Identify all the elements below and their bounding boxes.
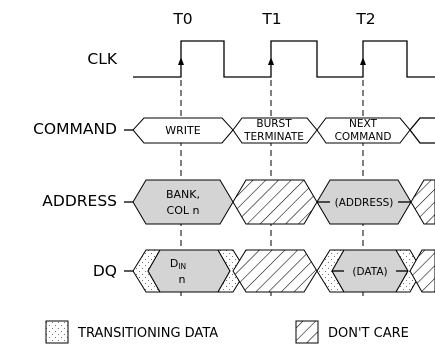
legend-dont-care-swatch (295, 320, 319, 344)
address-bank-label-line1: BANK, (166, 188, 200, 201)
signal-label-command: COMMAND (33, 120, 117, 138)
clk-waveform (133, 40, 435, 78)
address-cell-dont-care (232, 179, 318, 225)
address-next-label: (ADDRESS) (335, 197, 394, 209)
dq-cell-trailing (409, 249, 435, 293)
time-marker-t2: T2 (355, 10, 375, 28)
clk-arrow-t0 (178, 57, 184, 65)
command-burst-label-line1: BURST (256, 118, 292, 130)
command-write-label: WRITE (165, 124, 200, 137)
dq-din-subscript: IN (178, 262, 186, 271)
address-bus: BANK, COL n (ADDRESS) (124, 179, 435, 225)
command-bus: WRITE BURST TERMINATE NEXT COMMAND (124, 117, 435, 144)
dq-cell-dont-care (232, 249, 318, 293)
command-next-label-line1: NEXT (349, 118, 377, 130)
clk-arrow-t1 (268, 57, 274, 65)
signal-label-clk: CLK (87, 50, 117, 68)
command-next-label-line2: COMMAND (335, 131, 392, 143)
signal-label-address: ADDRESS (42, 192, 117, 210)
legend-transitioning-swatch (45, 320, 69, 344)
address-bank-label-line2: COL n (167, 204, 200, 217)
legend-transitioning-label: TRANSITIONING DATA (77, 326, 218, 341)
time-marker-t1: T1 (261, 10, 281, 28)
dq-cell-din (147, 249, 231, 293)
dq-din-main: D (170, 257, 178, 270)
clk-arrow-t2 (360, 57, 366, 65)
address-cell-trailing (410, 179, 435, 225)
signal-label-dq: DQ (93, 262, 117, 280)
dq-data-label: (DATA) (352, 266, 387, 278)
dq-din-label: DIN (170, 257, 186, 271)
legend: TRANSITIONING DATA DON'T CARE (45, 320, 409, 344)
dq-bus: DIN n (DATA) (124, 249, 435, 293)
legend-dont-care-label: DON'T CARE (328, 326, 409, 341)
time-marker-t0: T0 (172, 10, 192, 28)
dq-din-line2: n (179, 273, 186, 286)
command-burst-label-line2: TERMINATE (243, 131, 304, 143)
address-cell-bank-col (132, 179, 234, 225)
